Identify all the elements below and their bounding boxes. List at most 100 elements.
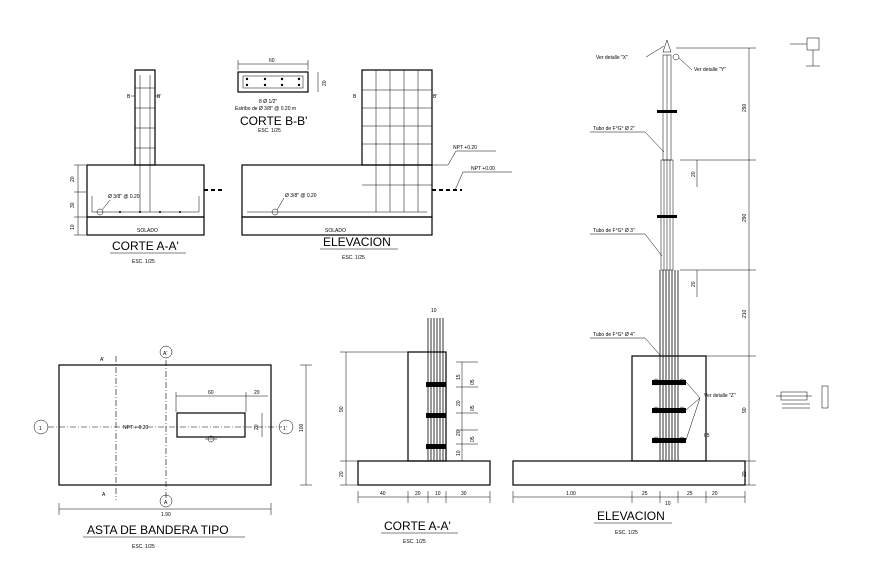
detail-symbol-icon (806, 37, 820, 51)
dim-100: 100 (299, 423, 305, 432)
detail-z-label: Ver detalle "Z" (704, 393, 736, 399)
axis-a-prime-bubble (159, 345, 173, 359)
footing-plan-outline (58, 364, 272, 486)
section-mark-b: B (127, 94, 131, 100)
dim-90: 90 (339, 406, 345, 412)
scale-corte-aa: ESC. 1/25 (403, 539, 426, 545)
scale-elevacion: ESC. 1/25 (615, 530, 638, 536)
detail-symbols (776, 37, 829, 409)
column-outline (361, 69, 433, 166)
title-asta: ASTA DE BANDERA TIPO (87, 523, 229, 537)
dim-15: 15 (456, 374, 462, 380)
b-25b: 25 (687, 491, 693, 497)
dim-05c: 05 (470, 436, 476, 442)
axis-1-bubble (33, 419, 49, 435)
b-20: 20 (415, 491, 421, 497)
axis-a-label: A (164, 500, 168, 506)
column-plan-outline (176, 412, 246, 438)
dim-05: 05 (704, 433, 710, 439)
base-outline (357, 460, 491, 486)
dim-20: 20 (339, 471, 345, 477)
dim-20: 20 (70, 176, 76, 182)
dim-10: 10 (70, 224, 76, 230)
axis-1-prime-label: 1' (283, 426, 287, 432)
dim-20: 20 (742, 471, 748, 477)
scale-corte-aa: ESC. 1/25 (132, 259, 155, 265)
dim-290b: 290 (742, 213, 748, 222)
tube-3-label: Tubo de F°G° Ø 3" (593, 228, 635, 234)
section-mark-b-prime: B' (157, 94, 161, 100)
bars-label: 8 Ø 1/2" (259, 99, 277, 105)
scale-asta: ESC. 1/25 (132, 544, 155, 550)
footing-outline (86, 164, 205, 218)
axis-1-label: 1 (39, 426, 42, 432)
dim-290a: 290 (742, 103, 748, 112)
dim-05a: 05 (470, 379, 476, 385)
dim-20-side: 20 (254, 424, 260, 430)
title-elevacion: ELEVACION (323, 235, 391, 249)
mark-a-bottom: A (102, 492, 106, 498)
npt-label: NPT + 0.20 (123, 425, 149, 431)
solado-outline (86, 216, 205, 236)
dim-20b: 20 (456, 400, 462, 406)
finial-icon (662, 39, 672, 53)
footing-outline (241, 164, 433, 218)
corte-aa-top-section: Ø 3/8" @ 0.20 SOLADO B B' 20 30 10 CORTE… (70, 69, 224, 265)
b-20: 20 (712, 491, 718, 497)
dim-190: 1.90 (161, 512, 171, 518)
dim-60: 60 (208, 390, 214, 396)
rebar-label: Ø 3/8" @ 0.20 (285, 193, 317, 199)
title-corte-aa: CORTE A-A' (384, 519, 451, 533)
solado-label: SOLADO (325, 228, 346, 234)
axis-a-bubble (159, 494, 173, 508)
b-10: 10 (665, 501, 671, 507)
scale-corte-bb: ESC. 1/25 (258, 128, 281, 134)
dim-30: 30 (70, 202, 76, 208)
column-outline (134, 69, 156, 166)
elevacion-right-section: Ver detalle "X" Ver detalle "Y" Tubo de … (512, 39, 756, 536)
npt-000-label: NPT +0.00 (471, 166, 495, 172)
dim-05b: 05 (470, 405, 476, 411)
dim-20: 20 (322, 80, 328, 86)
pedestal-outline (407, 351, 447, 462)
stirrup-label: Estribo de Ø 3/8" @ 0.20 m (235, 106, 296, 112)
title-corte-bb: CORTE B-B' (240, 114, 307, 128)
dim-60: 60 (269, 58, 275, 64)
dim-20-top: 20 (254, 390, 260, 396)
title-corte-aa: CORTE A-A' (112, 239, 179, 253)
b-40: 40 (380, 491, 386, 497)
npt-020-label: NPT +0.20 (453, 145, 477, 151)
base-outline (512, 460, 746, 486)
solado-outline (241, 216, 433, 236)
mark-a-prime-top: A' (100, 357, 104, 363)
b-10: 10 (435, 491, 441, 497)
dim-210: 210 (742, 309, 748, 318)
b-25a: 25 (642, 491, 648, 497)
section-mark-b-prime: B' (433, 94, 437, 100)
asta-plan-section: A' A 1 1' A' A NPT + 0.20 60 20 20 100 1… (33, 345, 312, 550)
dim-20c: 20 (456, 430, 462, 436)
tube-2-label: Tubo de F°G° Ø 2" (593, 126, 635, 132)
column-section-outline (237, 71, 309, 93)
scale-elevacion: ESC. 1/25 (342, 255, 365, 261)
dim-20b: 20 (691, 281, 697, 287)
title-elevacion: ELEVACION (597, 509, 665, 523)
axis-a-prime-label: A' (163, 351, 167, 357)
dim-90: 90 (742, 407, 748, 413)
corte-bb-section: 60 20 8 Ø 1/2" Estribo de Ø 3/8" @ 0.20 … (235, 58, 328, 134)
axis-1-prime-bubble (278, 419, 294, 435)
detail-x-label: Ver detalle "X" (596, 55, 628, 61)
dim-top: 10 (431, 308, 437, 314)
solado-label: SOLADO (137, 228, 158, 234)
b-100: 1.00 (566, 491, 576, 497)
elevacion-top-section: Ø 3/8" @ 0.20 SOLADO B B' NPT +0.20 NPT … (241, 69, 512, 261)
dim-20a: 20 (691, 171, 697, 177)
detail-y-label: Ver detalle "Y" (694, 67, 726, 73)
corte-aa-bottom-section: 10 90 20 15 05 20 05 20 05 10 40 20 10 3… (339, 308, 491, 545)
tube-4-label: Tubo de F°G° Ø 4" (593, 332, 635, 338)
dim-10b: 10 (456, 450, 462, 456)
rebar-label: Ø 3/8" @ 0.20 (108, 194, 140, 200)
b-30: 30 (461, 491, 467, 497)
section-mark-b: B (353, 94, 357, 100)
